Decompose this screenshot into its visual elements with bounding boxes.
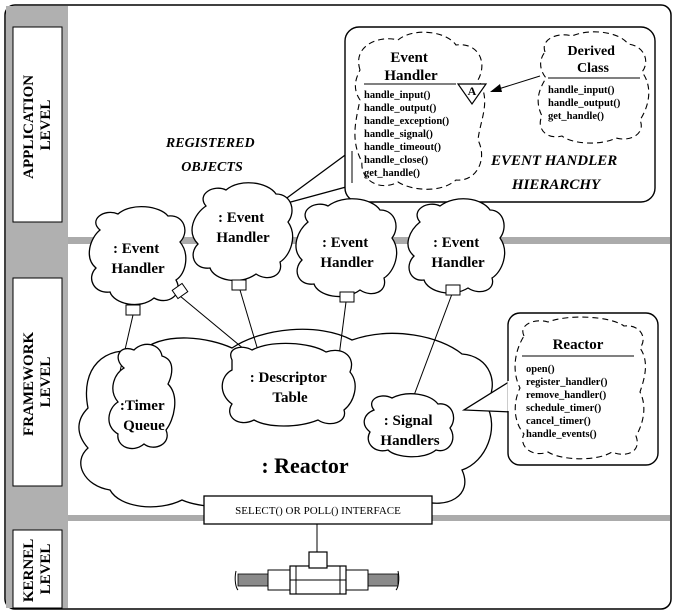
derived-class-methods: handle_input() handle_output() get_handl… <box>548 85 623 122</box>
descriptor-table-label: : Descriptor Table <box>250 370 331 406</box>
derived-class-title: Derived Class <box>568 44 619 76</box>
reactor-label: : Reactor <box>261 453 349 478</box>
timer-queue-blob <box>108 343 176 450</box>
event-handler-object-3: : Event Handler <box>295 198 398 303</box>
event-handler-label-1: : Event Handler <box>111 241 165 277</box>
event-handler-object-4: : Event Handler <box>407 198 506 296</box>
handle-port-1b <box>171 282 189 300</box>
kernel-level-label: KERNEL LEVEL <box>21 536 54 602</box>
signal-handlers-label: : Signal Handlers <box>380 413 439 449</box>
kernel-level-box <box>12 529 63 609</box>
reactor-class-methods: open() register_handler() remove_handler… <box>526 364 610 440</box>
network-cable-icon <box>234 551 400 595</box>
kernel-interface: SELECT() OR POLL() INTERFACE <box>203 495 433 595</box>
event-handler-object-1: : Event Handler <box>88 206 189 316</box>
handle-port-2 <box>231 279 247 291</box>
handle-port-1 <box>125 304 141 316</box>
timer-queue-label: :Timer Queue <box>120 398 168 434</box>
abstract-class-triangle <box>456 83 488 106</box>
application-level-label: APPLICATION LEVEL <box>21 71 54 179</box>
hierarchy-caption: EVENT HANDLER HIERARCHY <box>490 153 621 193</box>
handle-port-4 <box>445 284 461 296</box>
application-level-box <box>12 26 63 223</box>
signal-handlers-blob <box>363 393 455 458</box>
abstract-class-mark: A <box>468 84 477 98</box>
reactor-class-box: Reactor open() register_handler() remove… <box>461 312 659 466</box>
event-handler-class-title: Event Handler <box>384 50 438 84</box>
descriptor-table-blob <box>221 342 356 427</box>
reactor-class-cloud <box>514 316 646 460</box>
event-handler-label-3: : Event Handler <box>320 235 374 271</box>
event-handler-class-cloud <box>354 31 486 190</box>
framework-level-box <box>12 277 63 487</box>
event-handler-hierarchy: Event Handler A handle_input() handle_ou… <box>275 26 656 207</box>
select-poll-interface-box <box>203 495 433 525</box>
framework-level-label: FRAMEWORK LEVEL <box>21 328 54 436</box>
event-handler-label-4: : Event Handler <box>431 235 485 271</box>
handle-port-3 <box>339 291 355 303</box>
select-poll-interface-label: SELECT() OR POLL() INTERFACE <box>235 505 401 517</box>
derived-class-cloud <box>537 31 650 144</box>
reactor-object: :Timer Queue : Descriptor Table : Signal… <box>78 289 493 509</box>
event-handler-object-2: : Event Handler <box>191 182 294 291</box>
registered-objects-label: REGISTERED OBJECTS <box>165 136 258 175</box>
event-handler-label-2: : Event Handler <box>216 210 270 246</box>
reactor-class-title: Reactor <box>553 337 604 353</box>
event-handler-methods: handle_input() handle_output() handle_ex… <box>364 90 452 179</box>
